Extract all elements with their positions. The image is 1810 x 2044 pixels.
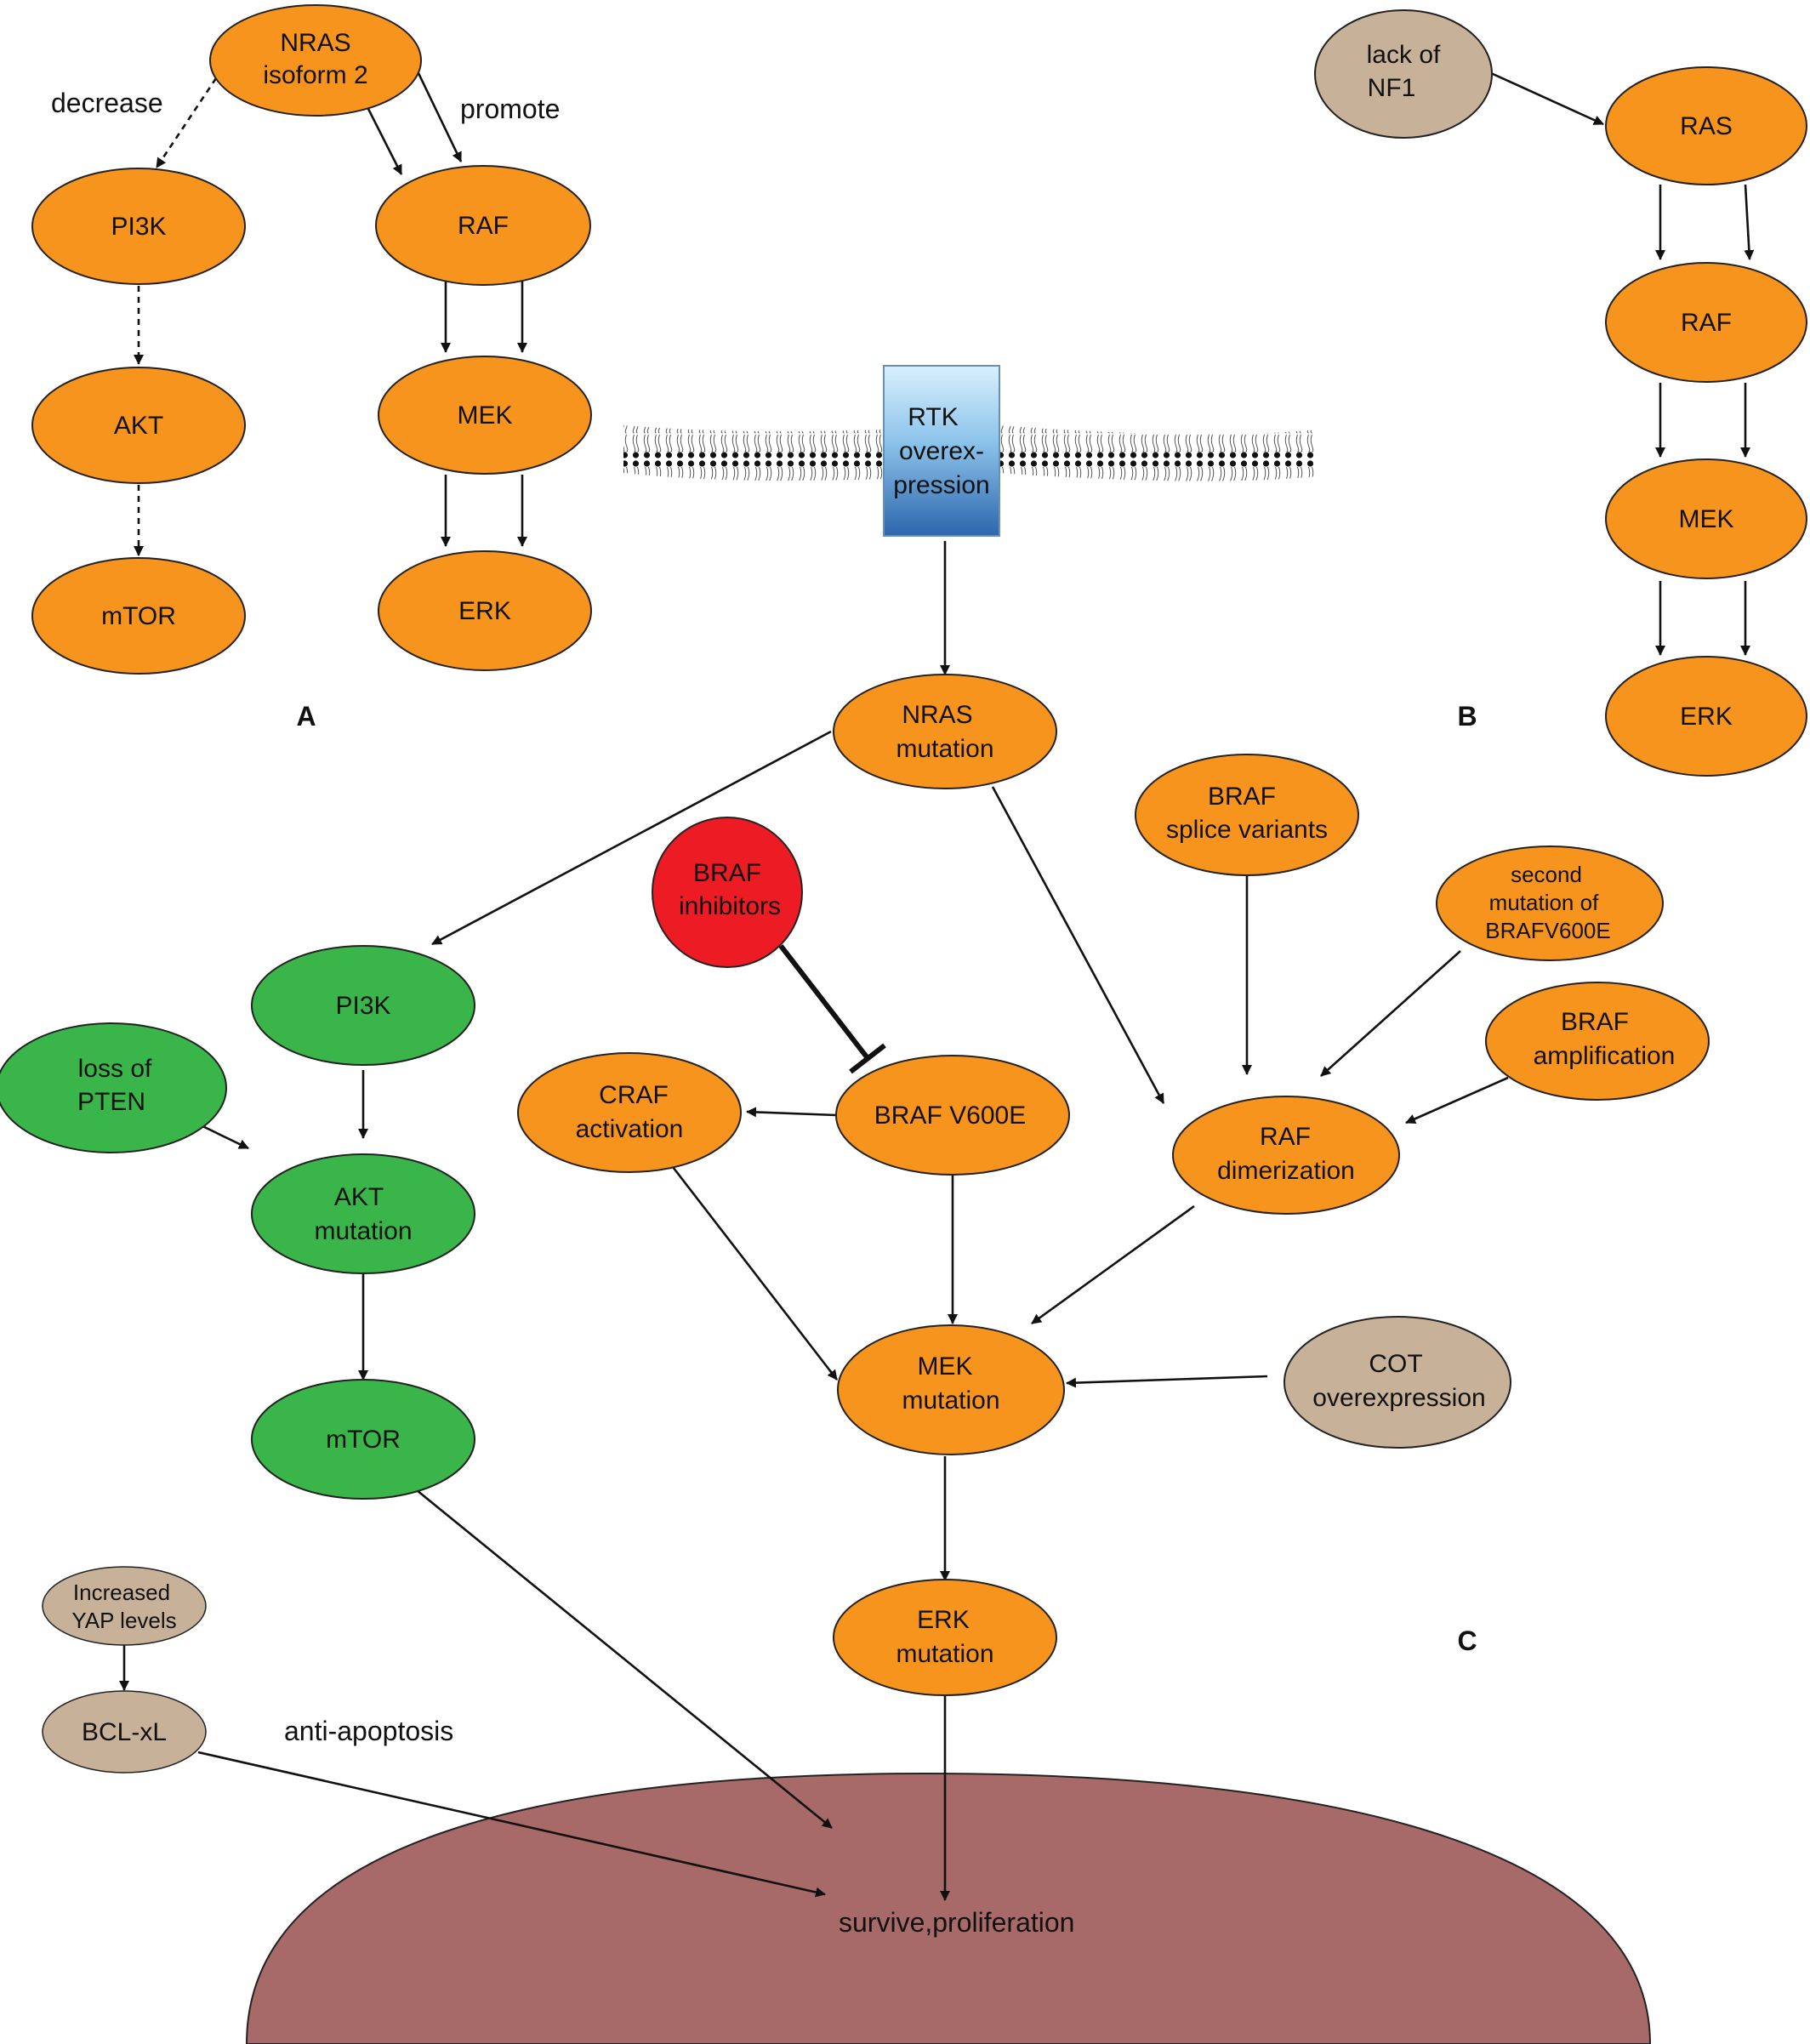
panel-label-a: A: [296, 701, 316, 732]
node-a-akt: AKT: [31, 367, 246, 484]
node-b-raf: RAF: [1605, 262, 1807, 383]
svg-text:AKT: AKT: [114, 412, 163, 440]
svg-text:BRAF V600E: BRAF V600E: [874, 1102, 1026, 1130]
label-outcome: survive,proliferation: [839, 1907, 1074, 1938]
node-b-ras: RAS: [1605, 66, 1807, 185]
svg-text:mTOR: mTOR: [101, 602, 176, 630]
panel-label-c: C: [1457, 1626, 1477, 1656]
svg-text:ERK: ERK: [1680, 703, 1733, 731]
node-c-bcl-xl: BCL-xL: [42, 1690, 207, 1774]
svg-text:RAS: RAS: [1680, 112, 1733, 140]
node-c-mtor: mTOR: [251, 1379, 475, 1500]
panel-b-edges: [1490, 71, 1755, 656]
node-c-braf-v600e: BRAF V600E: [835, 1055, 1070, 1176]
svg-text:RAF: RAF: [458, 212, 509, 240]
node-a-mek: MEK: [378, 356, 592, 475]
panel-a-edges: [134, 72, 527, 556]
node-b-mek: MEK: [1605, 458, 1807, 579]
panel-label-b: B: [1457, 701, 1477, 732]
node-c-pi3k: PI3K: [251, 945, 475, 1066]
label-decrease: decrease: [51, 88, 163, 118]
label-promote: promote: [460, 94, 560, 124]
svg-text:ERK: ERK: [458, 597, 511, 625]
cell-body: [245, 1772, 1652, 2044]
cell-membrane: [623, 425, 1317, 481]
svg-text:MEK: MEK: [1678, 505, 1733, 533]
node-a-raf: RAF: [375, 165, 591, 286]
svg-text:MEK: MEK: [457, 401, 512, 430]
svg-text:BCL-xL: BCL-xL: [82, 1718, 167, 1746]
node-a-mtor: mTOR: [31, 557, 246, 675]
svg-text:mTOR: mTOR: [326, 1426, 401, 1454]
svg-text:RAF: RAF: [1681, 309, 1732, 337]
label-anti-apoptosis: anti-apoptosis: [284, 1716, 453, 1746]
svg-text:PI3K: PI3K: [335, 992, 390, 1020]
panel-c-edges: [119, 541, 1509, 1901]
node-b-erk: ERK: [1605, 656, 1807, 777]
node-a-pi3k: PI3K: [31, 168, 246, 285]
svg-text:PI3K: PI3K: [111, 213, 166, 241]
node-a-erk: ERK: [378, 550, 592, 671]
